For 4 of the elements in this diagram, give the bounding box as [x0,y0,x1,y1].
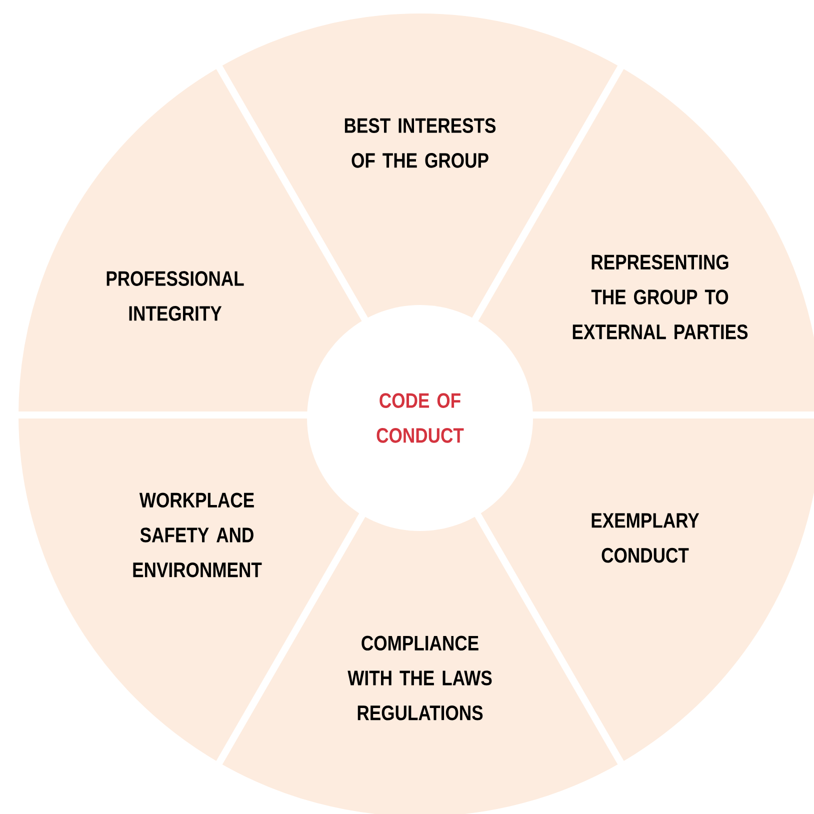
node-label: REPRESENTING THE GROUP TO EXTERNAL PARTIES [572,254,748,340]
node-label: COMPLIANCE WITH THE LAWS REGULATIONS [348,636,492,720]
node-label: EXEMPLARY CONDUCT [592,513,700,563]
node-label: WORKPLACE SAFETY AND ENVIRONMENT [133,492,262,578]
